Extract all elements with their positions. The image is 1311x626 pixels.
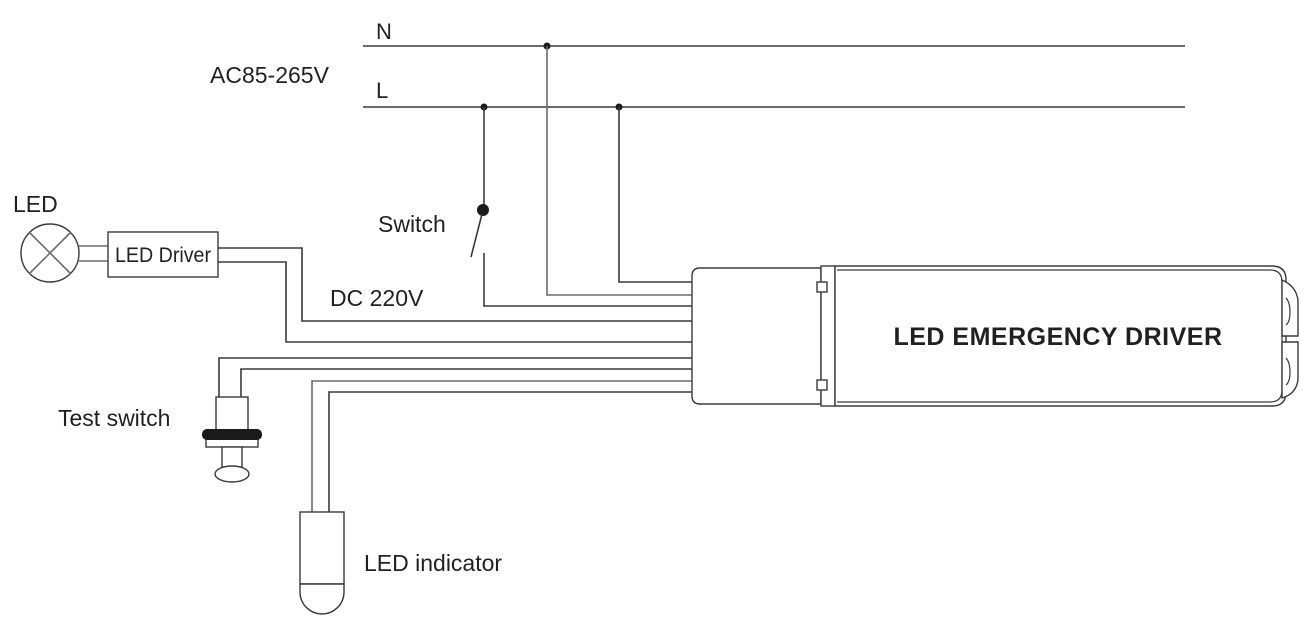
test-switch-wire-1 (218, 357, 692, 397)
emergency-driver-title: LED EMERGENCY DRIVER (893, 323, 1222, 351)
led-driver-label: LED Driver (115, 244, 211, 267)
led-indicator-wire-1 (311, 380, 692, 512)
test-switch-icon (202, 396, 262, 483)
switch-blade (470, 213, 483, 258)
led-indicator-wire-2 (328, 391, 692, 512)
switch (470, 107, 692, 307)
switch-label: Switch (378, 211, 446, 237)
switch-pivot-dot (477, 204, 489, 216)
test-switch-label: Test switch (58, 405, 170, 431)
led-label: LED (13, 191, 58, 217)
dc-voltage-label: DC 220V (330, 285, 424, 311)
emergency-driver-housing (691, 265, 1299, 407)
led-driver-output-wire-2 (218, 261, 692, 343)
led-lamp-icon (20, 223, 80, 283)
neutral-feed-wire (546, 46, 692, 296)
test-switch-wire-2 (240, 368, 692, 397)
led-indicator-label: LED indicator (364, 550, 502, 576)
live-label: L (376, 78, 388, 103)
led-driver-output-wire-1 (218, 247, 692, 322)
live-feed-wire (618, 107, 692, 283)
led-driver-box (107, 231, 219, 278)
led-indicator-icon (299, 511, 345, 615)
neutral-label: N (376, 19, 392, 44)
supply-voltage-label: AC85-265V (210, 62, 330, 88)
